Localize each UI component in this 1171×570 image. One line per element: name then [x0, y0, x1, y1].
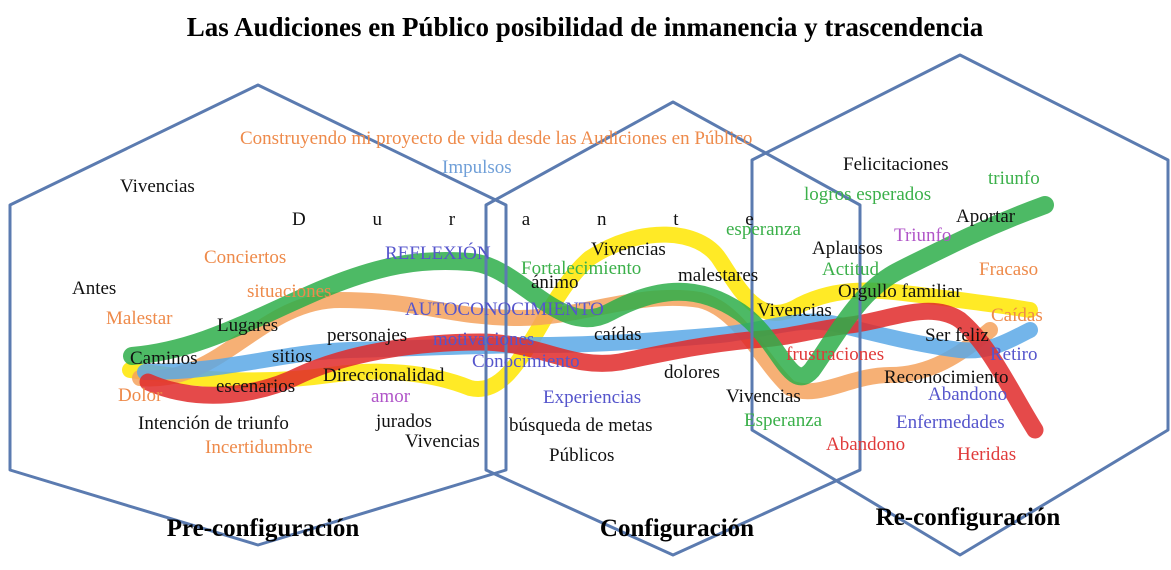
word-conocimiento: Conocimiento — [472, 351, 580, 372]
word-caminos: Caminos — [130, 348, 198, 369]
word-autoconocimiento: AUTOCONOCIMIENTO — [405, 299, 604, 320]
hexagon-pre-configuracion — [8, 83, 508, 547]
word-amor: amor — [371, 386, 411, 407]
word-heridas: Heridas — [957, 444, 1016, 465]
word-dolor: Dolor — [118, 385, 163, 406]
word-situaciones: situaciones — [247, 281, 331, 302]
phase-label-reconf: Re-configuración — [876, 504, 1061, 531]
word-vivencias-5: Vivencias — [726, 386, 801, 407]
word-vivencias-2: Vivencias — [405, 431, 480, 452]
word-abandono-1: Abandono — [928, 384, 1007, 405]
word-construyendo: Construyendo mi proyecto de vida desde l… — [240, 128, 752, 149]
ribbons — [122, 196, 1054, 439]
word-vivencias-4: Vivencias — [757, 300, 832, 321]
word-caidas-1: caídas — [594, 324, 641, 345]
word-vivencias-1: Vivencias — [120, 176, 195, 197]
word-triunfo-1: triunfo — [988, 168, 1040, 189]
diagram-title: Las Audiciones en Público posibilidad de… — [187, 12, 984, 42]
word-enfermedades: Enfermedades — [896, 412, 1005, 433]
phase-label-pre: Pre-configuración — [167, 515, 360, 542]
word-aplausos: Aplausos — [812, 238, 883, 259]
word-felicitaciones: Felicitaciones — [843, 154, 949, 175]
ribbon-yellow — [122, 226, 1038, 397]
word-triunfo-2: Triunfo — [894, 225, 951, 246]
word-incertidumbre: Incertidumbre — [205, 437, 313, 458]
word-impulsos: Impulsos — [442, 157, 512, 178]
word-durante: D u r a n t e — [292, 209, 785, 230]
ribbon-green — [123, 196, 1054, 386]
hexagon-re-configuracion — [750, 53, 1170, 557]
word-intencion-de-triunfo: Intención de triunfo — [138, 413, 289, 434]
word-direccionalidad: Direccionalidad — [323, 365, 445, 386]
word-sitios: sitios — [272, 346, 312, 367]
word-reconocimiento: Reconocimiento — [884, 367, 1009, 388]
word-conciertos: Conciertos — [204, 247, 286, 268]
word-antes: Antes — [72, 278, 116, 299]
word-logros-esperados: logros esperados — [804, 184, 931, 205]
word-vivencias-3: Vivencias — [591, 239, 666, 260]
word-fortalecimiento: Fortalecimiento — [521, 258, 641, 279]
word-caidas-2: Caídas — [991, 305, 1043, 326]
phase-label-conf: Configuración — [600, 515, 754, 542]
word-experiencias: Experiencias — [543, 387, 641, 408]
word-ser-feliz: Ser feliz — [925, 325, 989, 346]
word-orgullo-familiar: Orgullo familiar — [838, 281, 962, 302]
word-frustraciones: frustraciones — [786, 344, 884, 365]
ribbon-red — [139, 302, 1044, 439]
concept-words: Construyendo mi proyecto de vida desde l… — [72, 128, 1043, 466]
word-personajes: personajes — [327, 325, 407, 346]
word-fracaso: Fracaso — [979, 259, 1038, 280]
word-malestar: Malestar — [106, 308, 173, 329]
hexagon-frames — [8, 53, 1170, 557]
word-busqueda-de-metas: búsqueda de metas — [509, 415, 653, 436]
word-animo: ánimo — [531, 272, 579, 293]
word-publicos: Públicos — [549, 445, 614, 466]
word-jurados: jurados — [375, 411, 432, 432]
word-retiro: Retiro — [990, 344, 1038, 365]
word-escenarios: escenarios — [216, 376, 295, 397]
word-esperanza-1: esperanza — [726, 219, 801, 240]
word-aportar: Aportar — [956, 206, 1016, 227]
hexagon-configuracion — [484, 100, 862, 557]
word-malestares: malestares — [678, 265, 758, 286]
word-abandono-2: Abandono — [826, 434, 905, 455]
word-esperanza-2: Esperanza — [744, 410, 823, 431]
word-reflexion: REFLEXIÓN — [385, 242, 491, 264]
word-actitud: Actitud — [822, 259, 879, 280]
word-dolores: dolores — [664, 362, 720, 383]
word-lugares: Lugares — [217, 315, 278, 336]
word-motivaciones: motivaciones — [433, 329, 534, 350]
ribbon-blue — [137, 313, 1038, 380]
